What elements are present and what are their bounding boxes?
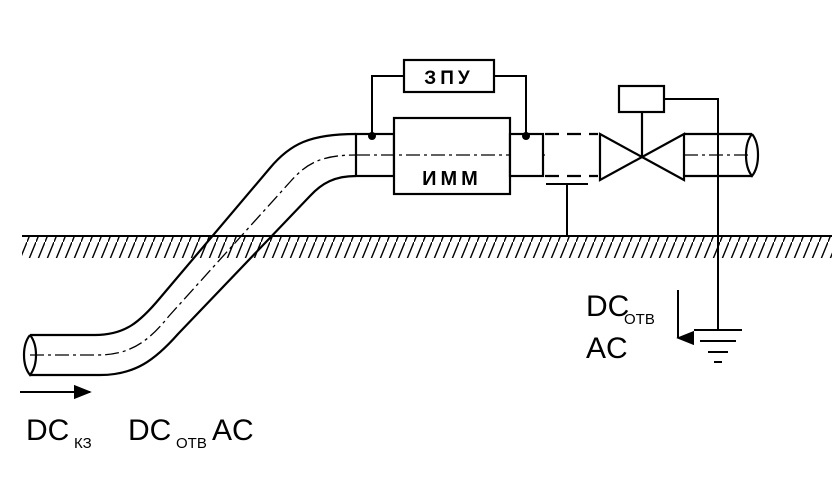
right-dc-label: DC [586, 290, 629, 323]
valve-actuator [617, 84, 666, 114]
insulated-pipe-section [545, 132, 598, 178]
dc-otv-subscript: ОТВ [176, 435, 207, 452]
dc-otv-label: DC [128, 414, 171, 447]
zpu-block [402, 58, 496, 94]
right-ac-label: AC [586, 332, 628, 365]
dc-kz-label: DC [26, 414, 69, 447]
contact-point-right [522, 132, 530, 140]
imm-block [392, 116, 512, 196]
ground-symbol [694, 329, 742, 363]
right-dc-subscript: ОТВ [624, 311, 655, 328]
valve [598, 112, 686, 182]
ground-surface [22, 235, 832, 258]
actuator-ground-wire [664, 98, 719, 330]
right-current-label: DC ОТВ AC [586, 290, 655, 365]
bottom-current-label: DC КЗ DC ОТВ AC [26, 414, 254, 452]
measurement-post [546, 183, 588, 236]
dc-kz-subscript: КЗ [74, 435, 92, 452]
imm-label: ИММ [422, 168, 482, 190]
zpu-label: ЗПУ [424, 68, 473, 89]
pipeline-right-segment [684, 132, 760, 178]
ac-label: AC [212, 414, 254, 447]
contact-point-left [368, 132, 376, 140]
zpu-bypass-circuit [371, 75, 527, 136]
pipeline-left-segment [22, 132, 357, 377]
flange-right [508, 132, 545, 178]
pipeline-left-centerline [30, 154, 357, 356]
